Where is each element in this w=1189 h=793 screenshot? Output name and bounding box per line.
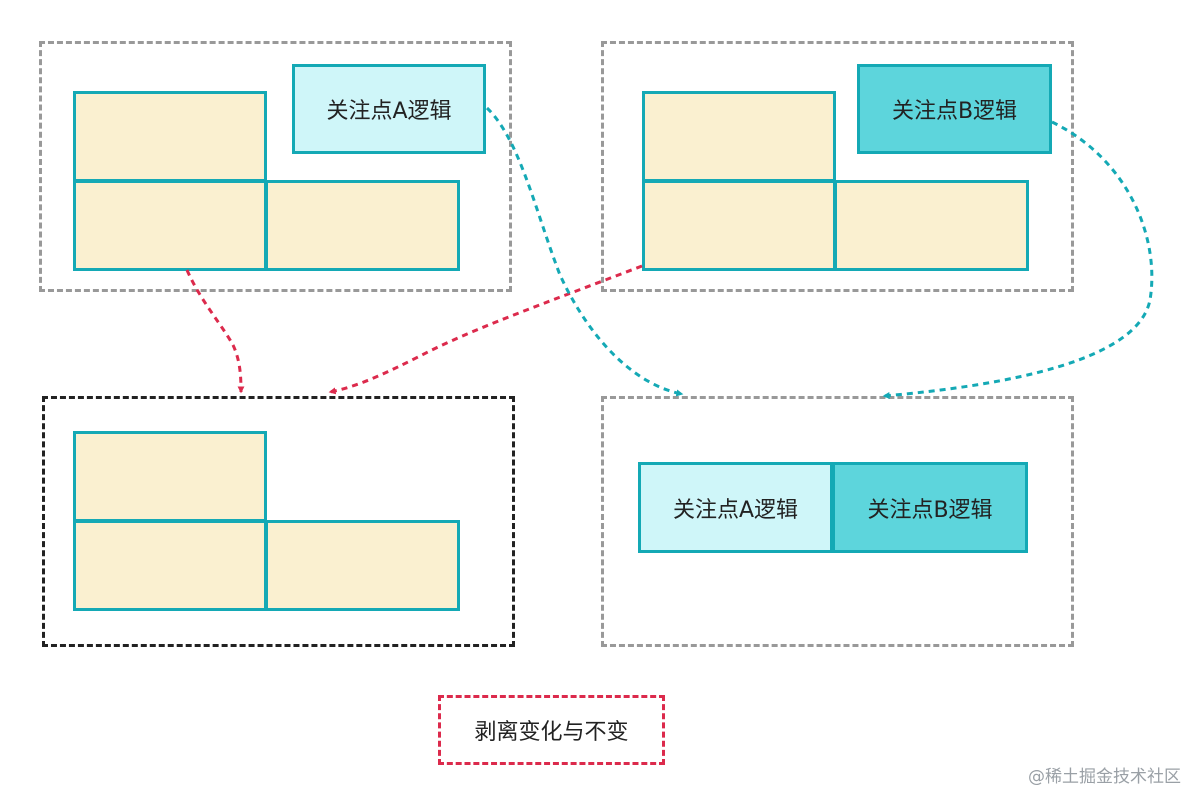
logic-b-top-label: 关注点B逻辑 xyxy=(891,99,1018,124)
watermark: @稀土掘金技术社区 xyxy=(1028,767,1181,787)
group-top-left xyxy=(39,41,512,292)
block-bottom-left-2 xyxy=(73,520,267,611)
logic-b-bottom-box: 关注点B逻辑 xyxy=(832,462,1028,553)
arrow-red-left xyxy=(185,269,245,394)
block-bottom-left-3 xyxy=(265,520,460,611)
legend-label: 剥离变化与不变 xyxy=(474,720,629,745)
logic-a-top-label: 关注点A逻辑 xyxy=(326,99,452,124)
block-top-left-3 xyxy=(265,180,460,271)
group-bottom-right xyxy=(601,396,1074,647)
group-bottom-left xyxy=(42,396,515,647)
block-top-right-2 xyxy=(642,180,836,271)
arrow-red-right xyxy=(328,264,643,395)
block-top-left-2 xyxy=(73,180,267,271)
block-top-right-1 xyxy=(642,91,836,182)
legend-box: 剥离变化与不变 xyxy=(438,695,665,765)
group-top-right xyxy=(601,41,1074,292)
logic-b-top-box: 关注点B逻辑 xyxy=(857,64,1052,154)
logic-a-bottom-label: 关注点A逻辑 xyxy=(672,497,799,523)
arrow-teal-b xyxy=(882,120,1154,399)
logic-a-bottom-box: 关注点A逻辑 xyxy=(638,462,833,553)
block-top-right-3 xyxy=(834,180,1029,271)
arrow-teal-a xyxy=(485,106,684,397)
block-bottom-left-1 xyxy=(73,431,267,522)
logic-b-bottom-label: 关注点B逻辑 xyxy=(867,497,993,523)
logic-a-top-box: 关注点A逻辑 xyxy=(292,64,486,154)
